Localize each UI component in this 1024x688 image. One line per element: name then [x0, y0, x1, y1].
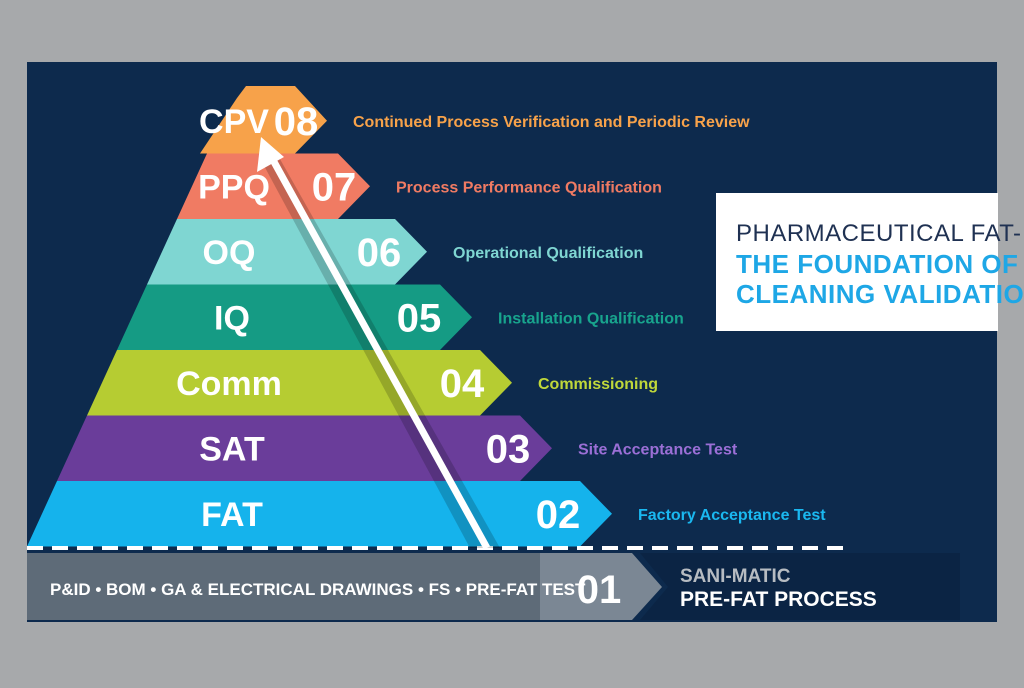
- panel-line3: CLEANING VALIDATION: [736, 279, 1024, 309]
- level-band-07: [177, 153, 370, 219]
- panel-line1: PHARMACEUTICAL FAT-: [736, 220, 1022, 247]
- pyramid-level-07: PPQ 07 Process Performance Qualification: [177, 153, 662, 219]
- level-number-05: 05: [397, 296, 442, 340]
- level-number-04: 04: [440, 362, 485, 406]
- level-abbr-04: Comm: [176, 365, 282, 403]
- arrow-head: [257, 137, 284, 172]
- level-abbr-08: CPV: [199, 103, 269, 141]
- level-abbr-03: SAT: [199, 430, 265, 468]
- level-label-03: Site Acceptance Test: [578, 441, 738, 458]
- level-abbr-06: OQ: [203, 234, 256, 272]
- level-band-05: [117, 284, 472, 350]
- upward-arrow: [257, 137, 500, 550]
- level-label-05: Installation Qualification: [498, 310, 684, 327]
- title-panel: PHARMACEUTICAL FAT- THE FOUNDATION OF CL…: [716, 193, 1024, 331]
- level-abbr-02: FAT: [201, 496, 263, 534]
- title-panel-box: [716, 193, 998, 331]
- panel-line2: THE FOUNDATION OF: [736, 249, 1018, 279]
- level-band-03: [57, 415, 552, 481]
- process-title-line1: SANI-MATIC: [680, 566, 791, 587]
- level-abbr-05: IQ: [214, 299, 250, 337]
- base-items-text: P&ID • BOM • GA & ELECTRICAL DRAWINGS • …: [50, 580, 586, 599]
- level-label-02: Factory Acceptance Test: [638, 507, 826, 524]
- pyramid-level-05: IQ 05 Installation Qualification: [117, 284, 684, 350]
- pyramid-level-02: FAT 02 Factory Acceptance Test: [27, 481, 826, 547]
- level-number-08: 08: [274, 100, 319, 144]
- level-band-08: [200, 86, 327, 154]
- level-label-06: Operational Qualification: [453, 245, 643, 262]
- base-number-chevron: [540, 553, 662, 620]
- pre-fat-base: P&ID • BOM • GA & ELECTRICAL DRAWINGS • …: [27, 553, 960, 620]
- level-label-07: Process Performance Qualification: [396, 179, 662, 196]
- level-number-03: 03: [486, 427, 531, 471]
- process-title-line2: PRE-FAT PROCESS: [680, 588, 877, 611]
- base-band: [27, 553, 572, 620]
- level-abbr-07: PPQ: [198, 168, 270, 206]
- pyramid-level-06: OQ 06 Operational Qualification: [147, 219, 643, 285]
- level-number-06: 06: [357, 231, 402, 275]
- process-arrow-shape: [640, 553, 960, 620]
- arrow-shaft: [269, 158, 491, 550]
- base-step-number: 01: [577, 568, 622, 612]
- pyramid-level-03: SAT 03 Site Acceptance Test: [57, 415, 738, 481]
- level-number-07: 07: [312, 165, 357, 209]
- level-band-02: [27, 481, 612, 547]
- level-band-06: [147, 219, 427, 285]
- level-label-04: Commissioning: [538, 376, 658, 393]
- level-number-02: 02: [536, 493, 581, 537]
- level-label-08: Continued Process Verification and Perio…: [353, 114, 750, 131]
